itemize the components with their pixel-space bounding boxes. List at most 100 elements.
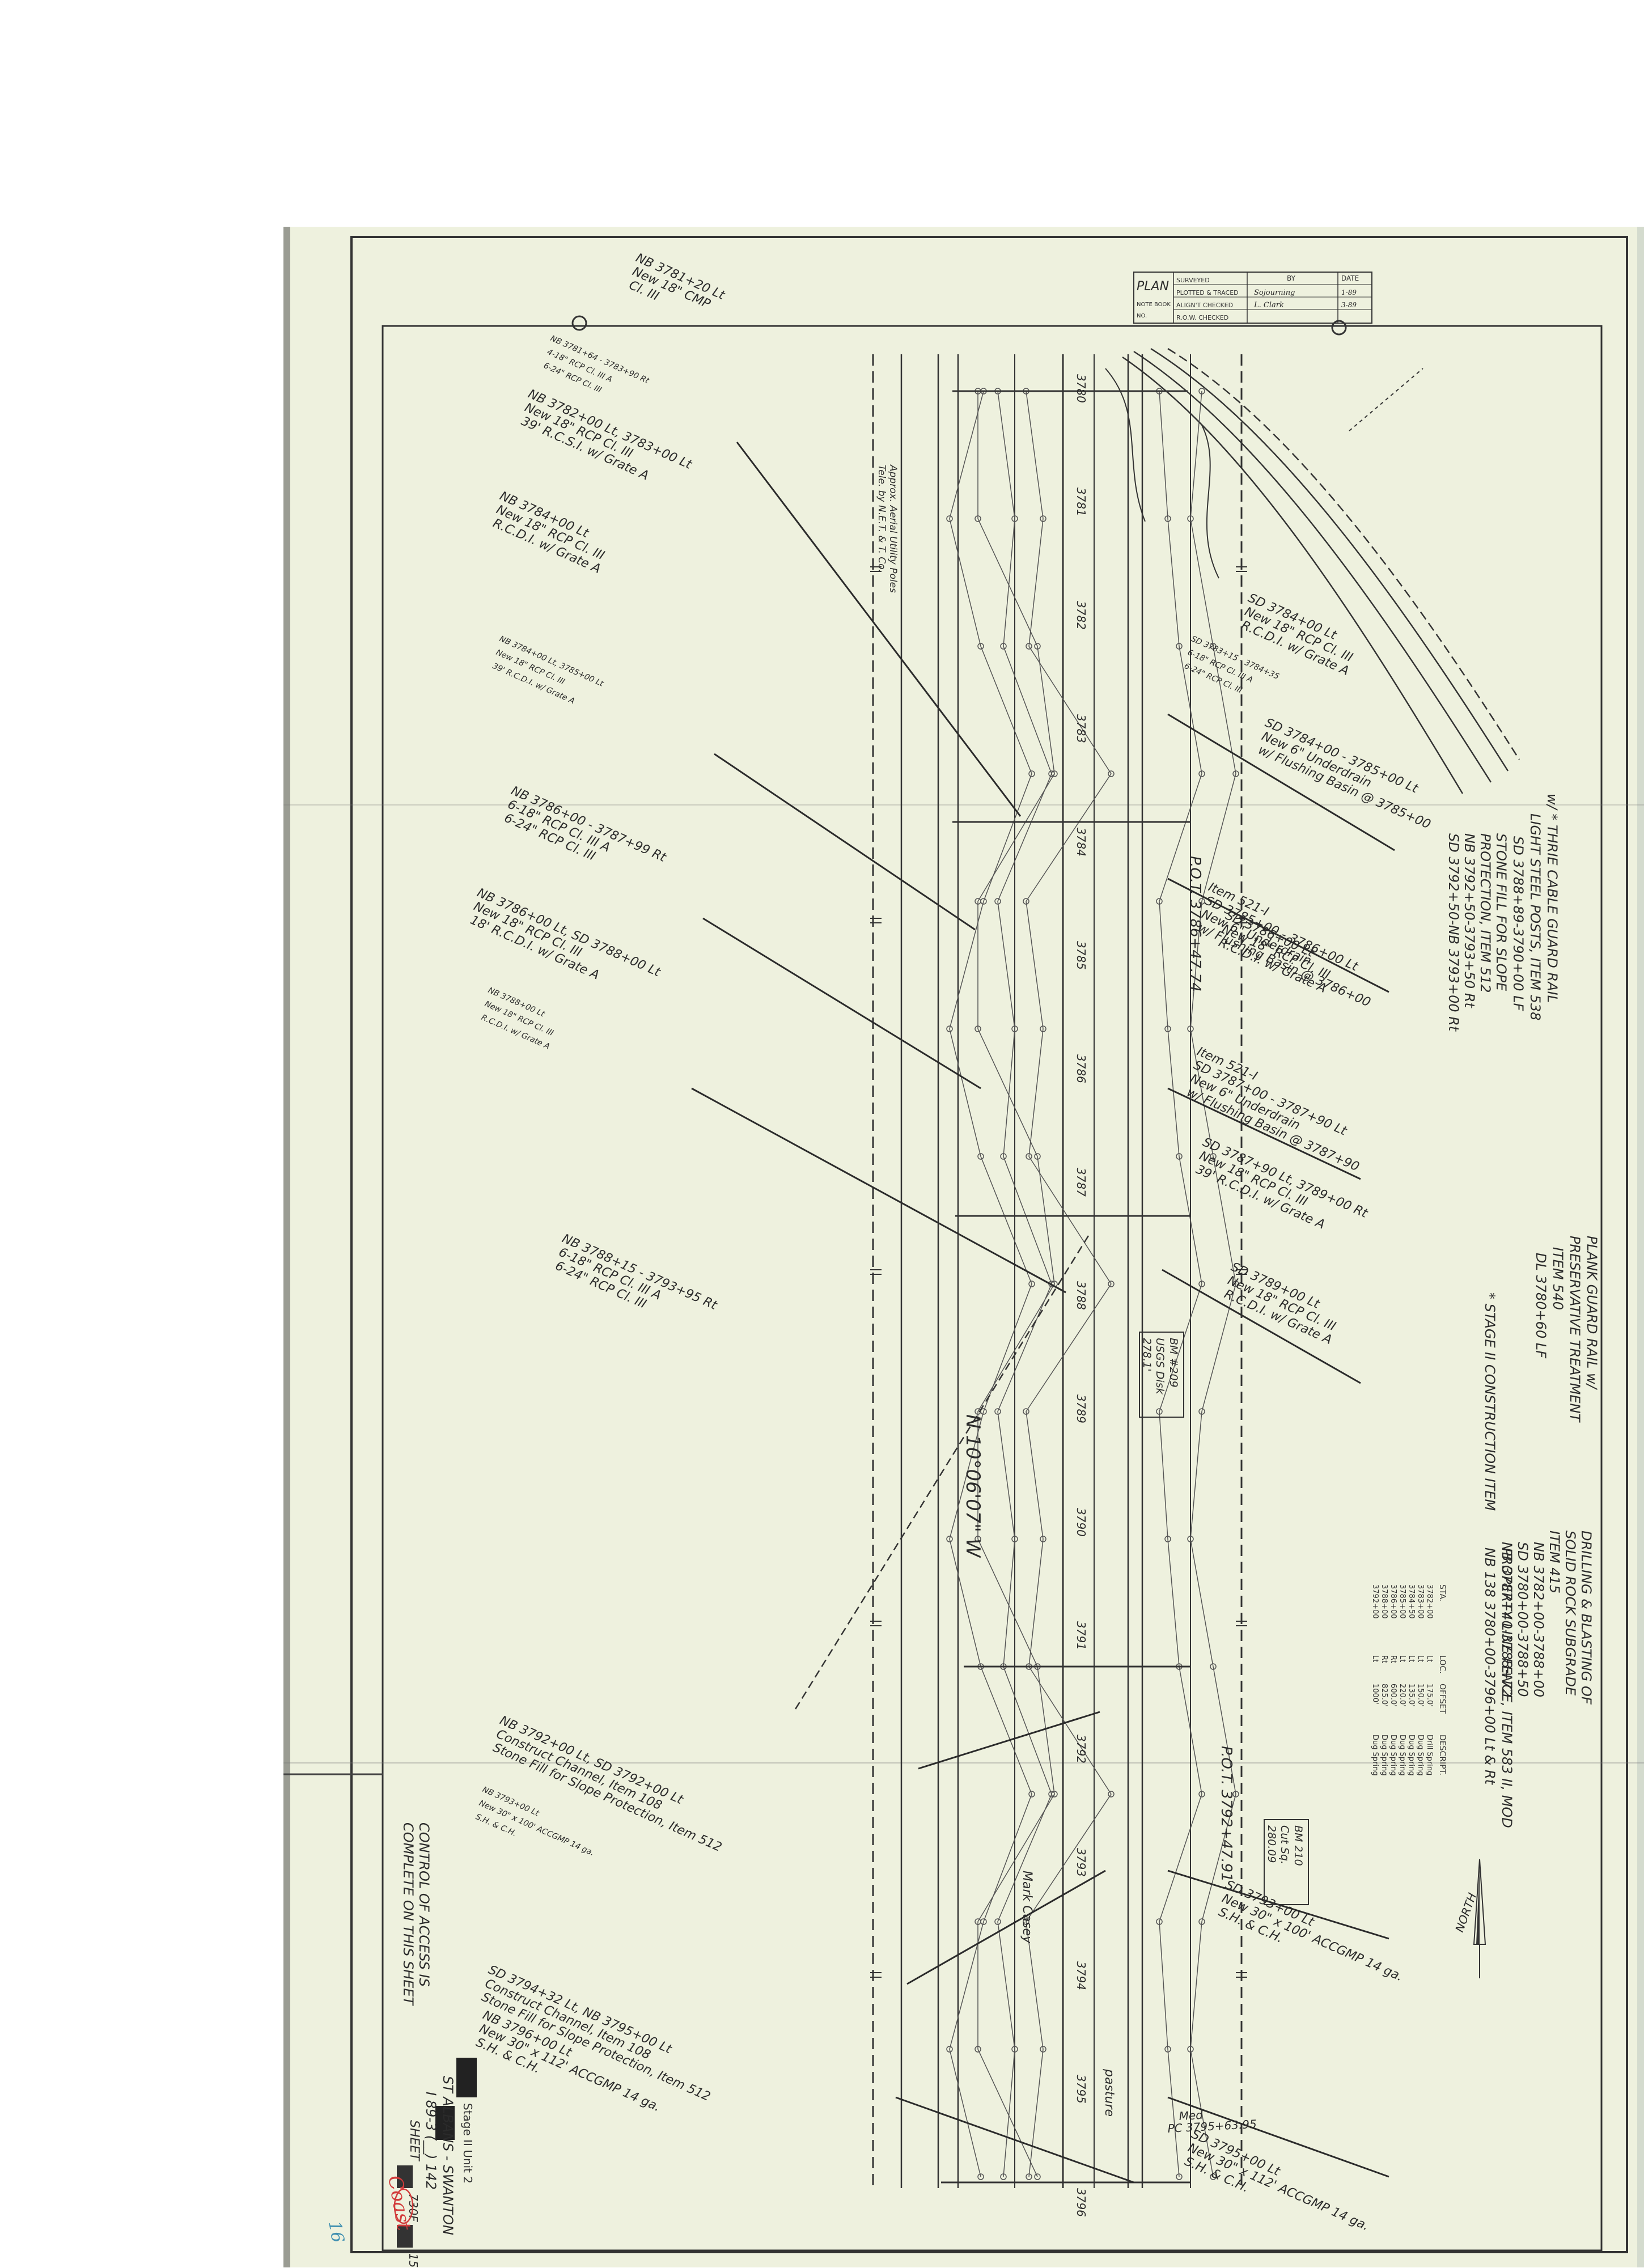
- benchmark-1-line: BM #209: [1167, 1338, 1180, 1388]
- utility-note-line: Tele. by N.E.T. & T. Co.: [876, 465, 887, 573]
- station-table-cell: 175.0': [1425, 1684, 1434, 1707]
- title-block-row-date: 3-89: [1341, 301, 1357, 309]
- sheet-total: 153: [406, 2253, 420, 2267]
- station-table-cell: 600.0': [1389, 1684, 1397, 1707]
- title-block-by-header: BY: [1287, 274, 1296, 282]
- bearing-line: [793, 1235, 1090, 1712]
- title-block-row-label: SURVEYED: [1176, 277, 1210, 284]
- title-block: PLAN NOTE BOOK NO. BY DATE SURVEYED PLOT…: [1133, 272, 1372, 324]
- station-table-cell: Lt: [1425, 1655, 1434, 1662]
- station-table-cell: Dug Spring: [1371, 1735, 1379, 1776]
- general-note-line: SD 3792+50-NB 3793+00 Rt: [1446, 833, 1461, 1032]
- station-label: 3783: [1074, 714, 1088, 743]
- station-table-cell: Dug Spring: [1380, 1735, 1388, 1776]
- general-note-line: DL 3780+60 LF: [1533, 1253, 1549, 1359]
- right-callout-line: New 30" x 112' ACCGMP 14 ga.: [1186, 2141, 1371, 2234]
- control-note-line: COMPLETE ON THIS SHEET: [400, 1822, 416, 2007]
- station-table-cell: 3782+00: [1425, 1584, 1434, 1619]
- station-label: 3791: [1074, 1621, 1088, 1650]
- stage-label: Stage II Unit 2: [461, 2103, 474, 2184]
- left-callout-line: Stone Fill for Slope Protection, Item 51…: [491, 1741, 724, 1855]
- drilling-note-line: DRILLING & BLASTING OF: [1578, 1531, 1594, 1705]
- station-table-cell: Dug Spring: [1407, 1735, 1416, 1776]
- mark-casey-label: Mark Casey: [1020, 1871, 1034, 1944]
- project-label: ST ALBANS - SWANTON: [440, 2076, 456, 2235]
- contour-lines: [1105, 347, 1520, 794]
- benchmark-box-1: BM #209 USGS Disk 278.1': [1139, 1332, 1184, 1418]
- station-table-header: DESCRIPT.: [1438, 1735, 1447, 1775]
- station-labels: 3780378137823783378437853786378737883789…: [1074, 374, 1088, 2217]
- title-block-row-label: PLOTTED & TRACED: [1176, 289, 1239, 296]
- station-label: 3786: [1074, 1054, 1088, 1083]
- station-label: 3795: [1074, 2075, 1088, 2104]
- general-note-line: LIGHT STEEL POSTS, ITEM 538: [1527, 813, 1543, 1020]
- sheet-info: CONTROL OF ACCESS IS COMPLETE ON THIS SH…: [324, 1822, 477, 2267]
- title-block-row-date: 1-89: [1341, 289, 1357, 296]
- title-block-row-label: R.O.W. CHECKED: [1176, 314, 1228, 321]
- station-table-cell: 1000': [1371, 1684, 1379, 1705]
- title-block-row-label: ALIGN'T CHECKED: [1176, 302, 1233, 309]
- station-label: 3793: [1074, 1848, 1088, 1877]
- station-label: 3792: [1074, 1735, 1088, 1763]
- station-table-cell: Dug Spring: [1416, 1735, 1425, 1776]
- station-table-cell: 3792+00: [1371, 1584, 1379, 1619]
- station-label: 3782: [1074, 601, 1088, 630]
- station-table-cell: Dug Spring: [1389, 1735, 1397, 1776]
- plan-sheet: PLAN NOTE BOOK NO. BY DATE SURVEYED PLOT…: [283, 227, 1644, 2267]
- benchmark-2-line: 280.09: [1265, 1825, 1278, 1863]
- station-table-cell: 220.0': [1398, 1684, 1406, 1707]
- general-note-line: * STAGE II CONSTRUCTION ITEM: [1482, 1292, 1498, 1511]
- station-table-cell: 135.0': [1407, 1684, 1416, 1707]
- north-arrow: NORTH: [1452, 1859, 1486, 1978]
- title-block-date-header: DATE: [1341, 274, 1359, 282]
- control-note-line: CONTROL OF ACCESS IS: [416, 1822, 432, 1987]
- title-block-row-by: L. Clark: [1253, 301, 1284, 310]
- station-table-cell: 3783+00: [1416, 1584, 1425, 1619]
- project-number: I 89-3 (__) 142: [423, 2092, 439, 2190]
- station-label: 3789: [1074, 1394, 1088, 1423]
- pot-upper-label: P.O.T. 3786+47.74: [1187, 856, 1204, 992]
- station-label: 3784: [1074, 828, 1088, 857]
- benchmark-1-line: USGS Disk: [1154, 1338, 1166, 1395]
- station-label: 3796: [1074, 2188, 1088, 2217]
- benchmark-2-line: Cut Sq.: [1278, 1825, 1291, 1864]
- station-table-cell: 3786+00: [1389, 1584, 1397, 1619]
- general-note-line: NB 3792+50-3793+50 Rt: [1461, 833, 1477, 1008]
- outer-border: [350, 236, 1628, 2253]
- benchmark-1-line: 278.1': [1141, 1338, 1153, 1372]
- drilling-note-line: NB 3787+40-3788+72: [1499, 1542, 1515, 1697]
- station-label: 3794: [1074, 1961, 1088, 1990]
- station-table-cell: 825.0': [1380, 1684, 1388, 1707]
- plan-drawing: PLAN NOTE BOOK NO. BY DATE SURVEYED PLOT…: [283, 227, 1644, 2267]
- general-note-line: PLANK GUARD RAIL w/: [1584, 1236, 1600, 1391]
- station-table-cell: Dug Spring: [1398, 1735, 1406, 1776]
- station-table-header: OFFSET: [1438, 1684, 1447, 1714]
- roadway-lines: [870, 354, 1247, 2188]
- sheet-number-stamp: [393, 2188, 414, 2224]
- inner-border: [382, 325, 1603, 2252]
- pasture-label: pasture: [1102, 2068, 1116, 2117]
- station-label: 3787: [1074, 1168, 1088, 1197]
- drilling-note-line: ITEM 415: [1546, 1531, 1562, 1593]
- general-note-line: ITEM 540: [1550, 1247, 1566, 1310]
- station-table-header: STA.: [1438, 1584, 1447, 1601]
- station-table-cell: Lt: [1398, 1655, 1406, 1662]
- drilling-note-line: SOLID ROCK SUBGRADE: [1562, 1531, 1578, 1696]
- utility-note-line: Approx. Aerial Utility Poles: [887, 464, 899, 593]
- station-table-cell: 3788+00: [1380, 1584, 1388, 1619]
- station-label: 3781: [1074, 487, 1088, 516]
- general-note-line: SD 3788+89-3790+00 LF: [1510, 836, 1526, 1011]
- general-note-line: STONE FILL FOR SLOPE: [1493, 833, 1509, 991]
- pot-lower-label: P.O.T. 3792+47.91: [1218, 1746, 1235, 1882]
- general-note-line: PRESERVATIVE TREATMENT: [1567, 1236, 1583, 1423]
- station-table-cell: Rt: [1380, 1655, 1388, 1663]
- station-table: STA.LOC.OFFSETDESCRIPT.3782+00Lt175.0'Dr…: [1371, 1584, 1447, 1776]
- station-table-cell: 150.0': [1416, 1684, 1425, 1707]
- station-table-cell: Rt: [1389, 1655, 1397, 1663]
- general-note-line: w/ * THRIE CABLE GUARD RAIL: [1544, 794, 1560, 1003]
- station-label: 3788: [1074, 1281, 1088, 1310]
